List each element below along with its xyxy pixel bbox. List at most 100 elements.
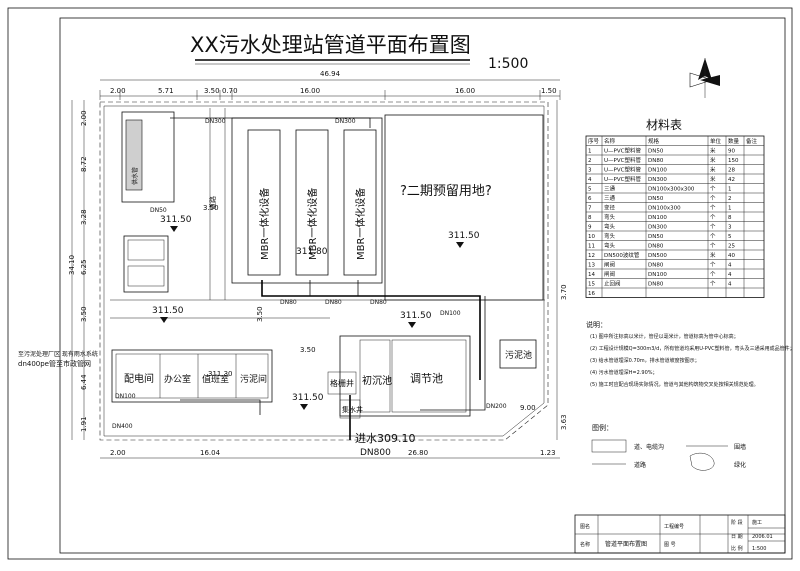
- site-boundary-inner: [103, 105, 545, 437]
- sed-pond: [359, 339, 391, 413]
- equipment-block: [125, 119, 143, 191]
- reserved-land-area: [384, 114, 544, 301]
- materials-cell: 2: [588, 158, 592, 164]
- dim-bottom-2: 26.80: [408, 449, 428, 457]
- materials-cell: 7: [588, 206, 592, 212]
- reserved-land-label: ?二期预留用地?: [400, 184, 492, 199]
- materials-cell: DN50: [648, 149, 664, 155]
- supply-label: 供水管: [131, 167, 139, 185]
- elevation-marker-5: [408, 322, 416, 328]
- materials-cell: 变径: [604, 204, 616, 212]
- note-line-0: (1) 图中所注标高以米计，管径以毫米计，管道标高为管中心标高；: [590, 333, 739, 340]
- materials-cell: 个: [710, 214, 716, 221]
- materials-cell: DN500波纹管: [604, 251, 640, 259]
- materials-cell: 个: [710, 205, 716, 212]
- legend-title: 图例：: [592, 423, 613, 432]
- elevation-4: 311.80: [296, 247, 328, 257]
- grille-well-label: 格栅井: [330, 378, 354, 388]
- materials-cell: 11: [588, 244, 595, 250]
- materials-cell: 1: [728, 187, 732, 193]
- materials-cell: 米: [710, 156, 716, 164]
- materials-table-border: [585, 135, 765, 298]
- materials-cell: 25: [728, 244, 735, 250]
- drawing-scale: 1:500: [488, 56, 528, 72]
- dim-bottom-1: 16.04: [200, 449, 221, 457]
- room-2: 值班室: [202, 373, 229, 385]
- elevation-marker-2: [160, 317, 168, 323]
- dim-right-0: 3.70: [560, 284, 568, 300]
- elevation-7: 311.50: [292, 393, 324, 403]
- title-block: [574, 514, 786, 554]
- road-label: 道路: [208, 196, 217, 210]
- materials-header-cell: 数量: [728, 137, 740, 145]
- dim-inner-0: 3.50: [203, 204, 219, 212]
- materials-cell: DN50: [648, 234, 664, 240]
- pipe-return: [420, 296, 486, 411]
- elevation-1: 311.50: [160, 215, 192, 225]
- materials-cell: 个: [710, 243, 716, 250]
- legend-swatch-cable: [591, 439, 627, 453]
- materials-cell: 4: [728, 282, 732, 288]
- mbr-unit-2: [295, 129, 329, 276]
- tb-cell-4: 阶 段: [731, 519, 743, 526]
- materials-cell: DN100x300x300: [648, 187, 695, 193]
- dim-left-3: 6.25: [80, 259, 88, 275]
- mbr-units: MBR一体化设备 MBR一体化设备 MBR一体化设备: [231, 117, 383, 284]
- legend-item-3: 绿化: [734, 461, 746, 469]
- tb-drawing-name: 管道平面布置图: [605, 540, 647, 548]
- materials-cell: 6: [588, 196, 592, 202]
- tb-cell-10: 1:500: [752, 546, 766, 552]
- tb-cell-5: 施工: [752, 519, 762, 526]
- materials-cell: 米: [710, 147, 716, 155]
- materials-cell: DN80: [648, 244, 664, 250]
- collect-well: [339, 399, 361, 419]
- materials-cell: 个: [710, 271, 716, 278]
- elevation-marker-1: [170, 226, 178, 232]
- legend-item-1: 围墙: [734, 443, 746, 451]
- materials-cell: DN80: [648, 158, 664, 164]
- pipe-branches: [309, 280, 359, 296]
- dim-left-6: 6.44: [80, 374, 88, 390]
- materials-cell: 15: [588, 282, 595, 288]
- materials-cell: U—PVC塑料管: [604, 156, 641, 164]
- dim-left-total: 34.10: [68, 255, 76, 275]
- materials-cell: U—PVC塑料管: [604, 175, 641, 183]
- materials-title: 材料表: [646, 118, 682, 132]
- inlet-elevation: 进水309.10: [355, 432, 416, 445]
- legend-item-0: 道、电缆沟: [634, 443, 664, 451]
- dim-bottom-0: 2.00: [110, 449, 126, 457]
- materials-cell: 5: [588, 187, 592, 193]
- materials-cell: 止回阀: [604, 280, 621, 288]
- pipe-label-1: DN50: [150, 207, 167, 214]
- dim-inner-3: 9.00: [520, 404, 536, 412]
- overflow-note: 至污泥处理厂区 现有雨水系统: [18, 350, 98, 358]
- materials-cell: 米: [710, 175, 716, 183]
- elevation-marks: 311.50 311.50 311.50 311.80 311.50 311.3…: [152, 215, 480, 410]
- note-line-3: (4) 污水管道埋深H=2.90%；: [590, 369, 658, 376]
- pipe-label-7: DN200: [486, 403, 507, 410]
- room-0: 配电间: [124, 372, 154, 385]
- legend-swatch-green: [689, 452, 715, 471]
- pipe-label-0: DN300: [205, 118, 226, 125]
- pipe-label-6: DN300: [335, 118, 356, 125]
- materials-cell: 40: [728, 253, 735, 259]
- dim-inner-1: 3.50: [300, 346, 316, 354]
- dim-bottom-3: 1.23: [540, 449, 556, 457]
- dim-top-5: 16.00: [455, 87, 475, 95]
- elevation-5: 311.50: [400, 311, 432, 321]
- materials-cell: U—PVC塑料管: [604, 147, 641, 155]
- drawing-title: XX污水处理站管道平面布置图: [190, 33, 471, 57]
- materials-header-cell: 名称: [604, 137, 616, 145]
- pipe-label-9: DN400: [112, 423, 133, 430]
- dim-top-1: 5.71: [158, 87, 174, 95]
- dim-left-0: 2.00: [80, 110, 88, 126]
- pond-group: [339, 335, 471, 417]
- materials-cell: 个: [710, 195, 716, 202]
- materials-cell: 16: [588, 291, 595, 297]
- discharge-note: dn400pe管至市政管网: [18, 359, 91, 368]
- dim-top-3: 0.70: [222, 87, 238, 95]
- materials-cell: 4: [728, 263, 732, 269]
- parked-car-2: [127, 265, 165, 287]
